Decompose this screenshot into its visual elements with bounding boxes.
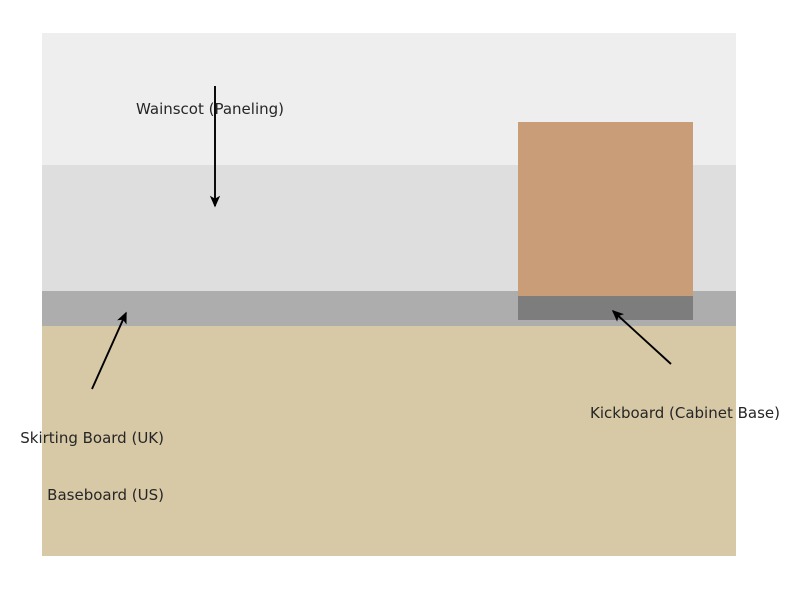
label-wainscot-text: Wainscot (Paneling) (136, 100, 284, 118)
cabinet-body-region (518, 122, 693, 296)
label-kickboard: Kickboard (Cabinet Base) (590, 366, 780, 461)
label-wainscot: Wainscot (Paneling) (136, 62, 284, 157)
cabinet-kickboard-region (518, 296, 693, 320)
label-skirting-uk: Skirting Board (UK) (20, 429, 164, 447)
label-kickboard-text: Kickboard (Cabinet Base) (590, 404, 780, 422)
label-skirting-board: Skirting Board (UK) Baseboard (US) (0, 391, 164, 543)
label-skirting-us: Baseboard (US) (47, 486, 164, 504)
